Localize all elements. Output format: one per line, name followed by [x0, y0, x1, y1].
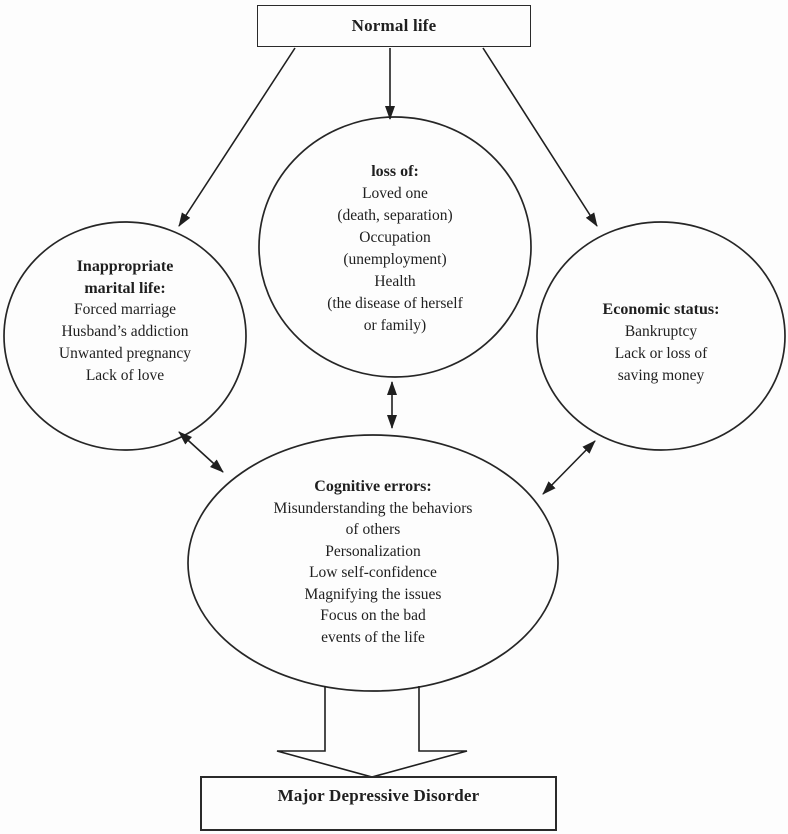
arrow-normal-to-economic	[482, 47, 598, 227]
economic-circle	[536, 221, 786, 451]
marital-line: Lack of love	[85, 366, 165, 384]
cognitive-line: Misunderstanding the behaviors	[273, 499, 473, 517]
marital-line: Husband’s addiction	[61, 323, 189, 341]
economic-title: Economic status:	[602, 301, 720, 318]
double-arrow-economic-cognitive	[542, 440, 596, 495]
loss-line: Loved one	[362, 185, 428, 202]
marital-title-line1: Inappropriate	[76, 258, 174, 275]
arrow-normal-to-marital	[178, 47, 296, 227]
economic-text-block: Economic status: Bankruptcy Lack or loss…	[603, 299, 720, 387]
normal-life-box: Normal life	[257, 5, 531, 47]
major-depressive-disorder-box: Major Depressive Disorder	[200, 776, 557, 831]
block-arrow-cognitive-to-mdd	[276, 686, 468, 778]
cognitive-errors-ellipse	[187, 434, 559, 692]
loss-line: or family)	[363, 317, 427, 334]
cognitive-line: of others	[345, 521, 401, 538]
loss-title: loss of:	[371, 163, 419, 180]
double-arrow-marital-cognitive	[178, 431, 224, 473]
mdd-label: Major Depressive Disorder	[277, 786, 480, 805]
normal-life-label: Normal life	[351, 16, 437, 35]
economic-line: Lack or loss of	[614, 345, 708, 362]
marital-text-block: Inappropriate marital life: Forced marri…	[59, 256, 191, 386]
cognitive-line: Low self-confidence	[309, 564, 437, 581]
marital-line: Forced marriage	[73, 301, 176, 319]
loss-line: (the disease of herself	[327, 295, 463, 312]
cognitive-line: Magnifying the issues	[304, 585, 442, 603]
cognitive-line: Focus on the bad	[320, 607, 426, 624]
cognitive-line: Personalization	[325, 542, 421, 560]
cognitive-text-block: Cognitive errors: Misunderstanding the b…	[274, 476, 473, 648]
economic-line: Bankruptcy	[624, 323, 698, 340]
marital-title-line2: marital life:	[84, 279, 166, 297]
cognitive-title: Cognitive errors:	[314, 478, 432, 495]
marital-circle	[3, 221, 247, 451]
loss-line: Health	[374, 273, 416, 290]
loss-text-block: loss of: Loved one (death, separation) O…	[327, 161, 463, 337]
loss-circle	[258, 116, 532, 378]
marital-line: Unwanted pregnancy	[58, 344, 192, 362]
loss-line: (unemployment)	[343, 251, 447, 268]
loss-line: Occupation	[359, 229, 431, 246]
cognitive-line: events of the life	[321, 628, 425, 646]
economic-line: saving money	[617, 367, 705, 384]
loss-line: (death, separation)	[337, 207, 453, 224]
